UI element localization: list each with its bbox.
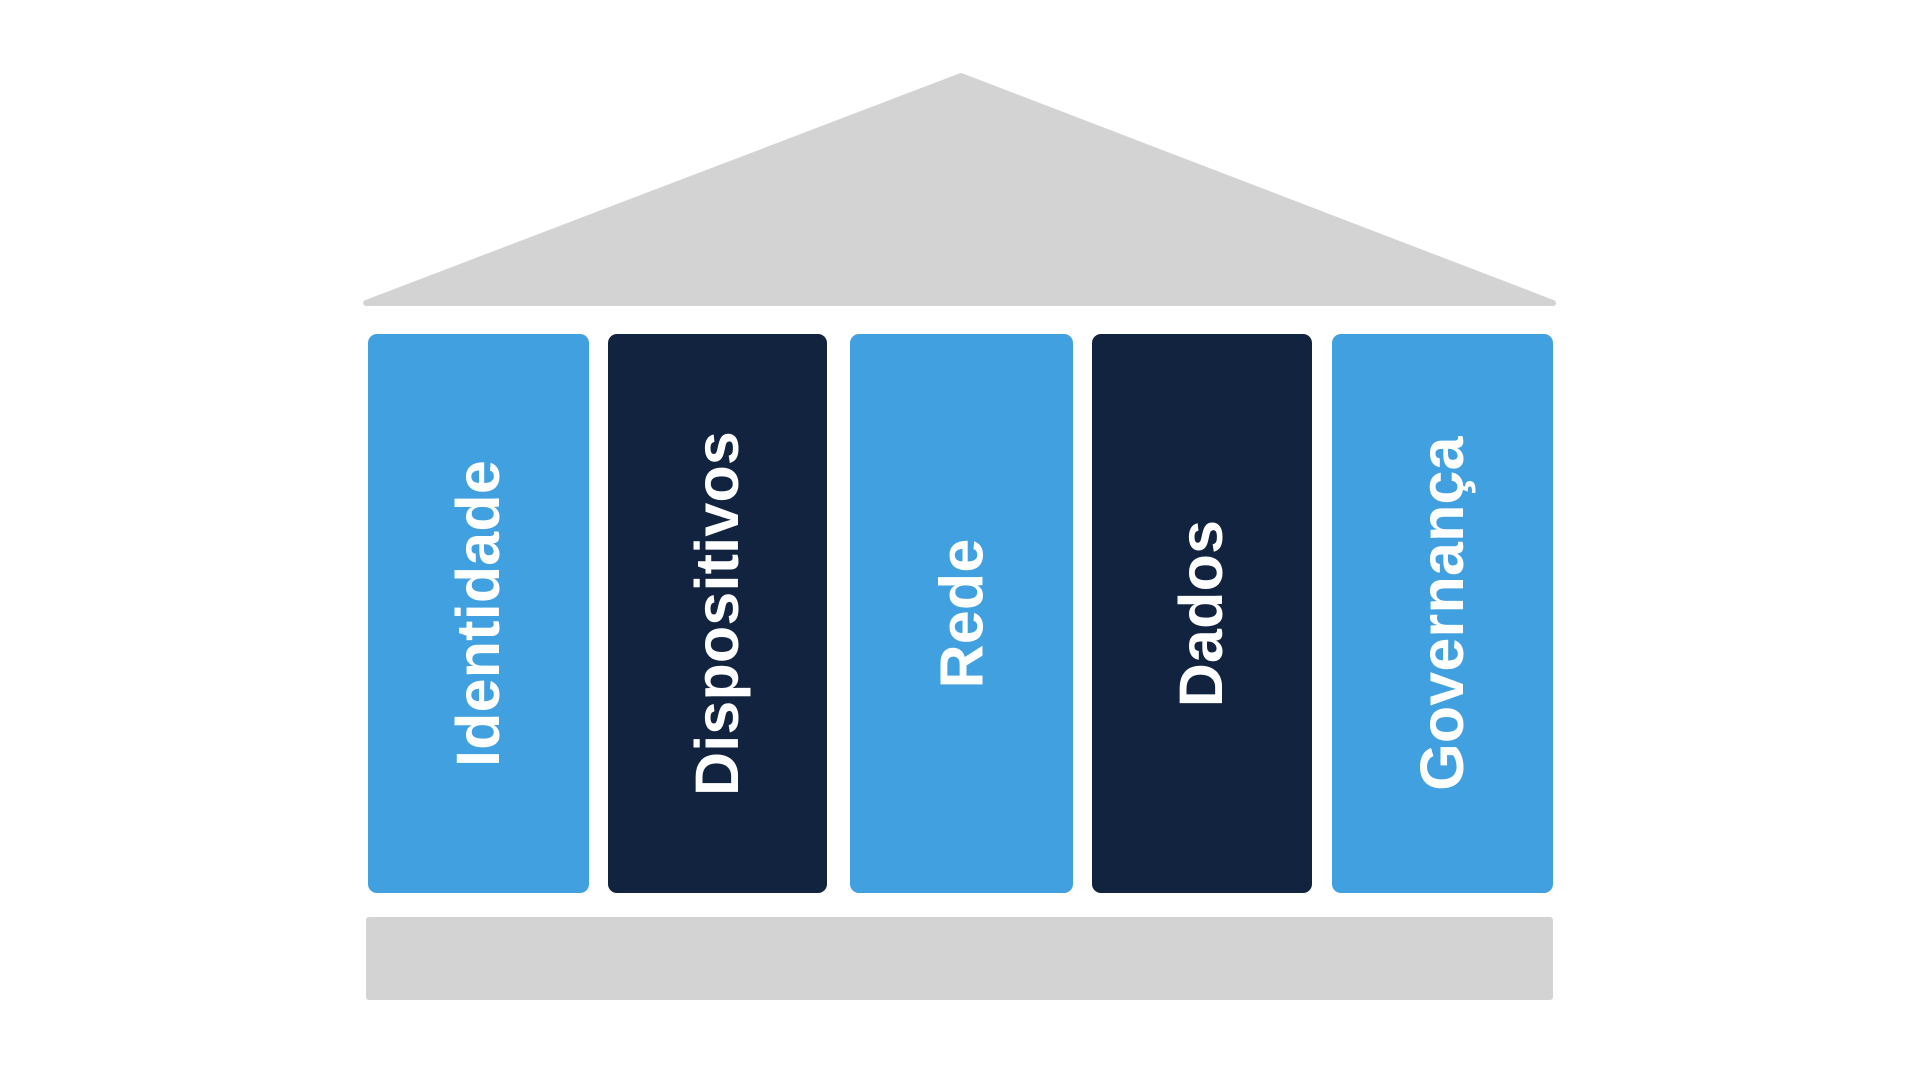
pillars-row: Identidade Dispositivos Rede Dados Gover…	[366, 334, 1553, 893]
pillar-rede[interactable]: Rede	[850, 334, 1073, 893]
pillar-identidade[interactable]: Identidade	[368, 334, 589, 893]
pillar-label-governanca: Governança	[1408, 436, 1477, 791]
roof-triangle-shape	[363, 73, 1556, 306]
foundation-bar	[366, 917, 1553, 1000]
pillar-label-dados: Dados	[1167, 519, 1236, 708]
pillar-label-dispositivos: Dispositivos	[683, 430, 752, 797]
pillar-governanca[interactable]: Governança	[1332, 334, 1553, 893]
pillar-dados[interactable]: Dados	[1092, 334, 1312, 893]
pillar-dispositivos[interactable]: Dispositivos	[608, 334, 827, 893]
pillar-label-identidade: Identidade	[444, 459, 512, 768]
pillar-label-rede: Rede	[927, 538, 995, 689]
